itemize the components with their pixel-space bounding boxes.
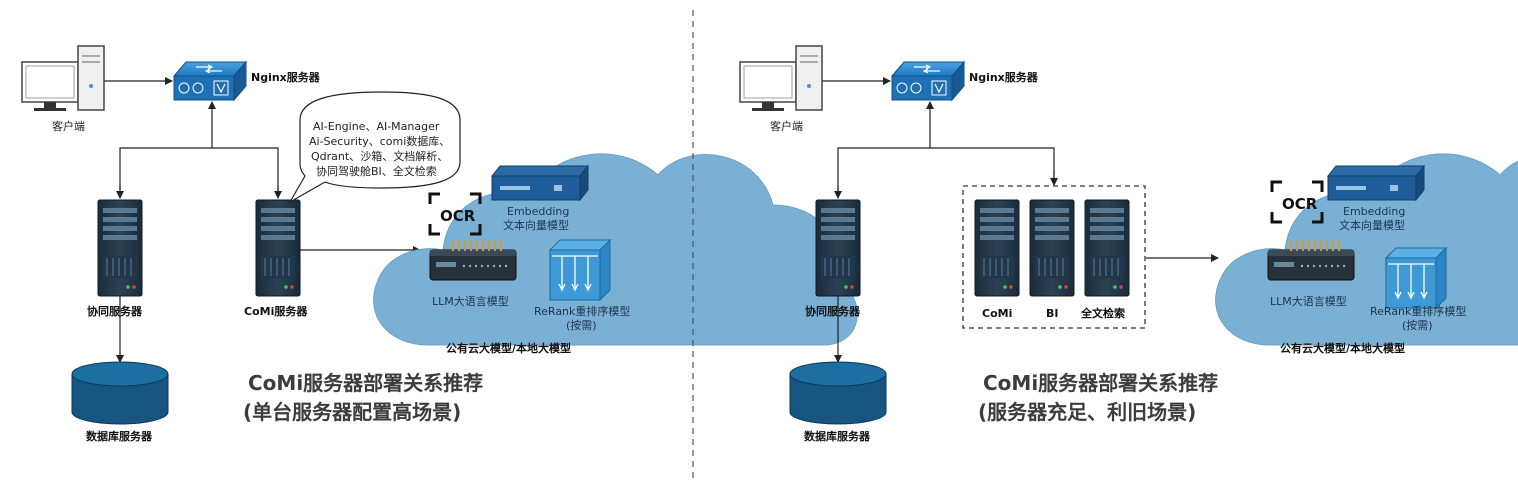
- database-icon: [71, 361, 169, 425]
- ocr-label-right: OCR: [1282, 195, 1318, 213]
- embedding-label-1: Embedding: [507, 205, 569, 218]
- bubble-line-2: Ai-Security、comi数据库、: [309, 134, 450, 148]
- comi-components-bubble: AI-Engine、AI-Manager Ai-Security、comi数据库…: [288, 91, 461, 204]
- edge-split-right: [837, 147, 1055, 198]
- embedding-label-1-right: Embedding: [1343, 205, 1405, 218]
- collab-label: 协同服务器: [87, 304, 143, 318]
- collab-label-right: 协同服务器: [805, 304, 861, 318]
- server-group-box: [962, 185, 1146, 329]
- model-cloud-right: OCR Embedding 文本向量模型 LLM大语言模型 ReRank重排序模…: [1215, 153, 1518, 346]
- right-title-line2: (服务器充足、利旧场景): [978, 400, 1196, 424]
- db-label: 数据库服务器: [86, 429, 153, 443]
- bubble-line-4: 协同驾驶舱BI、全文检索: [316, 164, 437, 178]
- right-title-line1: CoMi服务器部署关系推荐: [983, 371, 1218, 395]
- right-diagram: 客户端 Nginx服务器 协同服务器 数据库服务器 CoMi BI 全文检索 O…: [739, 45, 1518, 443]
- nginx-label-right: Nginx服务器: [969, 70, 1039, 84]
- bubble-line-1: AI-Engine、AI-Manager: [313, 120, 440, 133]
- rerank-icon: [549, 239, 611, 301]
- left-title-line2: (单台服务器配置高场景): [243, 400, 461, 424]
- group-label-bi: BI: [1046, 307, 1058, 320]
- rerank-label-2: (按需): [566, 318, 597, 332]
- rerank-label-1-right: ReRank重排序模型: [1370, 304, 1466, 318]
- group-label-comi: CoMi: [982, 307, 1012, 320]
- left-diagram: 客户端 Nginx服务器 协同服务器 CoMi服务器 数据库服务器 AI-Eng…: [21, 45, 858, 443]
- collab-server-icon: [97, 199, 143, 297]
- embedding-icon-right: [1327, 165, 1425, 201]
- llm-label: LLM大语言模型: [432, 294, 509, 308]
- edge-split: [119, 147, 279, 198]
- database-icon-right: [789, 361, 887, 425]
- client-label: 客户端: [52, 119, 85, 133]
- search-server-icon: [1084, 199, 1130, 297]
- embedding-icon: [491, 165, 589, 201]
- server-group: CoMi BI 全文检索: [962, 185, 1146, 329]
- left-connectors: [104, 77, 421, 363]
- db-label-right: 数据库服务器: [804, 429, 871, 443]
- client-label-right: 客户端: [770, 119, 803, 133]
- comi-server-icon-right: [974, 199, 1020, 297]
- llm-label-right: LLM大语言模型: [1270, 294, 1347, 308]
- embedding-label-2-right: 文本向量模型: [1339, 218, 1405, 232]
- nginx-label: Nginx服务器: [251, 70, 321, 84]
- embedding-label-2: 文本向量模型: [503, 218, 569, 232]
- collab-server-icon-right: [815, 199, 861, 297]
- right-connectors: [822, 77, 1219, 363]
- cloud-caption-right: 公有云大模型/本地大模型: [1280, 341, 1405, 355]
- ocr-label: OCR: [440, 207, 476, 225]
- client-computer-icon-right: [739, 45, 823, 112]
- rerank-label-1: ReRank重排序模型: [534, 304, 630, 318]
- comi-server-icon: [255, 199, 301, 297]
- group-label-search: 全文检索: [1080, 306, 1125, 320]
- left-title-line1: CoMi服务器部署关系推荐: [248, 371, 483, 395]
- rerank-label-2-right: (按需): [1402, 318, 1433, 332]
- cloud-caption: 公有云大模型/本地大模型: [446, 341, 571, 355]
- nginx-switch-icon-right: [891, 61, 965, 101]
- bi-server-icon: [1029, 199, 1075, 297]
- nginx-switch-icon: [173, 61, 247, 101]
- model-cloud: OCR Embedding 文本向量模型 LLM大语言模型 ReRank重排序模…: [373, 153, 858, 346]
- bubble-line-3: Qdrant、沙箱、文档解析、: [311, 149, 448, 163]
- comi-label: CoMi服务器: [244, 304, 308, 318]
- rerank-icon-right: [1385, 247, 1447, 309]
- client-computer-icon: [21, 45, 105, 112]
